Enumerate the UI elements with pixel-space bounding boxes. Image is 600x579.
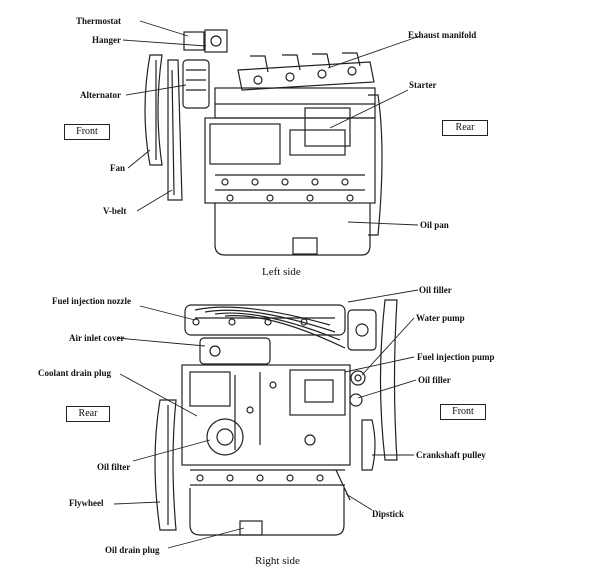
left-side-engine-drawing: [144, 29, 383, 256]
label-oil-filler-side: Oil filler: [418, 375, 451, 385]
label-hanger: Hanger: [92, 35, 121, 45]
label-oil-pan: Oil pan: [420, 220, 449, 230]
label-exhaust-manifold: Exhaust manifold: [408, 30, 477, 40]
caption-left-side: Left side: [262, 266, 301, 278]
label-water-pump: Water pump: [416, 313, 465, 323]
label-thermostat: Thermostat: [76, 16, 121, 26]
right-front-box: Front: [440, 404, 486, 420]
label-oil-filler-top: Oil filler: [419, 285, 452, 295]
label-starter: Starter: [409, 80, 437, 90]
label-dipstick: Dipstick: [372, 509, 405, 519]
label-crankshaft-pulley: Crankshaft pulley: [416, 450, 486, 460]
right-side-engine-drawing: [154, 299, 398, 536]
label-v-belt: V-belt: [103, 206, 127, 216]
left-rear-box: Rear: [442, 120, 488, 136]
label-coolant-drain-plug: Coolant drain plug: [38, 368, 112, 378]
right-rear-box: Rear: [66, 406, 110, 422]
left-front-box: Front: [64, 124, 110, 140]
caption-right-side: Right side: [255, 555, 300, 567]
leader-lines: [113, 20, 421, 549]
label-fuel-injection-nozzle: Fuel injection nozzle: [52, 296, 131, 306]
label-air-inlet-cover: Air inlet cover: [69, 333, 125, 343]
label-fuel-injection-pump: Fuel injection pump: [417, 352, 495, 362]
label-fan: Fan: [110, 163, 126, 173]
label-alternator: Alternator: [80, 90, 121, 100]
label-flywheel: Flywheel: [69, 498, 104, 508]
label-oil-filter: Oil filter: [97, 462, 131, 472]
label-oil-drain-plug: Oil drain plug: [105, 545, 160, 555]
